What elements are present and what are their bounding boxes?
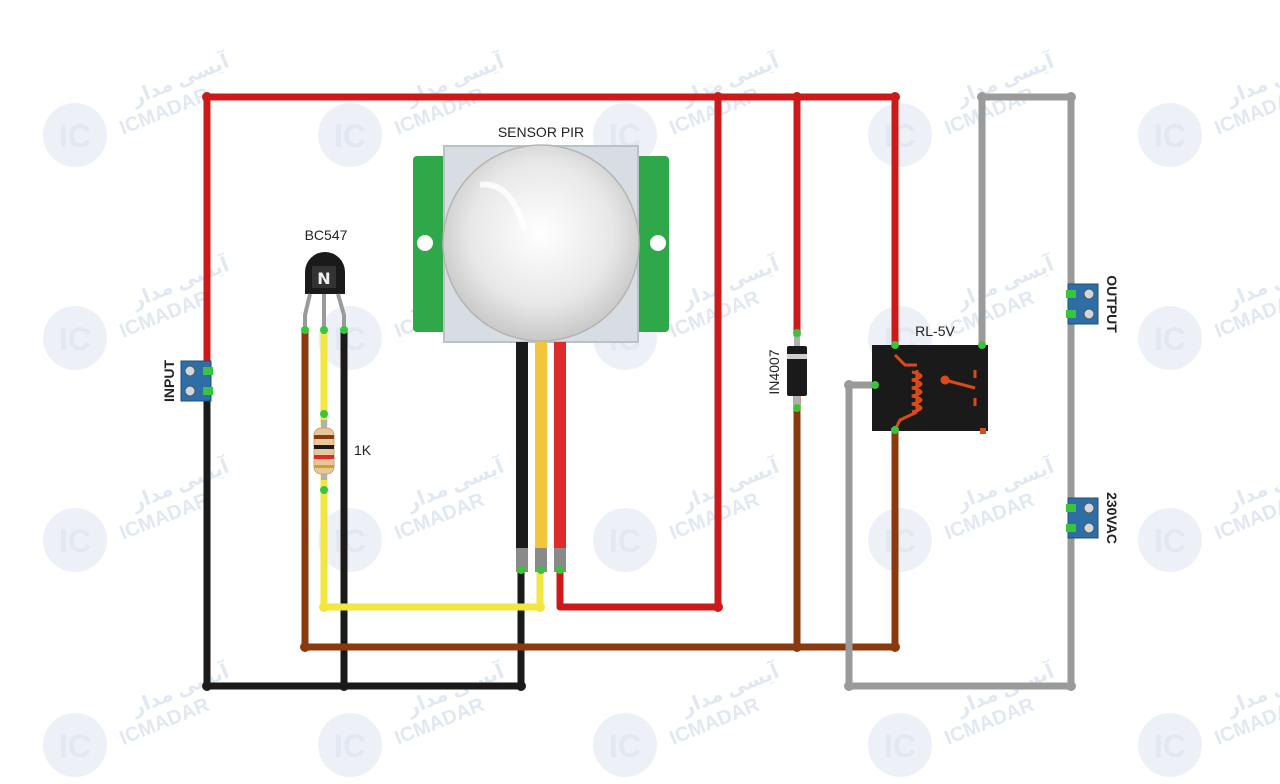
svg-text:IC: IC xyxy=(884,118,916,154)
transistor-label: BC547 xyxy=(305,227,348,243)
relay-rl-5v: RL-5V xyxy=(871,323,988,434)
collector-wires xyxy=(301,326,899,651)
output-label: OUTPUT xyxy=(1104,275,1120,333)
gnd-wires xyxy=(203,326,525,690)
input-label: INPUT xyxy=(161,360,177,402)
relay-contacts xyxy=(940,370,977,406)
svg-text:IC: IC xyxy=(59,118,91,154)
gnd-wire-input xyxy=(203,389,525,690)
svg-text:IC: IC xyxy=(334,728,366,764)
wire-joints xyxy=(844,92,1076,691)
transistor-bc547: BC547 N xyxy=(301,227,348,334)
svg-text:IC: IC xyxy=(334,118,366,154)
svg-text:IC: IC xyxy=(334,523,366,559)
pir-dome xyxy=(442,144,640,342)
signal-wires xyxy=(320,326,544,611)
svg-text:IC: IC xyxy=(884,728,916,764)
ac-wire-top xyxy=(978,93,1075,349)
pir-mount-hole-left xyxy=(417,235,433,251)
svg-text:IC: IC xyxy=(59,321,91,357)
svg-text:IC: IC xyxy=(334,321,366,357)
diode-in4007: IN4007 xyxy=(766,329,807,412)
signal-wire-pir xyxy=(320,471,544,611)
resistor-label: 1K xyxy=(354,442,372,458)
vcc-wires xyxy=(203,93,899,611)
relay-label: RL-5V xyxy=(915,323,955,339)
svg-text:IC: IC xyxy=(609,728,641,764)
pir-lead-gnd xyxy=(516,342,528,548)
svg-text:IC: IC xyxy=(1154,728,1186,764)
pir-label: SENSOR PIR xyxy=(498,124,584,140)
resistor-1k: 1K xyxy=(313,410,372,494)
terminal-input: INPUT xyxy=(161,360,213,402)
pir-lead-vcc xyxy=(554,342,566,548)
pir-dome-highlight xyxy=(479,181,528,231)
resistor-body xyxy=(313,427,335,475)
terminal-output: OUTPUT xyxy=(1066,275,1120,333)
mains-label: 230VAC xyxy=(1104,492,1120,544)
diode-label: IN4007 xyxy=(766,349,782,394)
diode-body xyxy=(787,346,807,396)
terminal-230vac: 230VAC xyxy=(1066,492,1120,544)
pir-mount-hole-right xyxy=(650,235,666,251)
vcc-wire-pir xyxy=(556,93,722,611)
relay-coil xyxy=(893,353,923,431)
svg-text:IC: IC xyxy=(884,523,916,559)
pir-sensor: SENSOR PIR xyxy=(413,124,669,574)
svg-text:IC: IC xyxy=(1154,523,1186,559)
collector-wire xyxy=(301,326,899,651)
relay-body xyxy=(872,345,988,431)
svg-text:IC: IC xyxy=(1154,118,1186,154)
pir-lead-out xyxy=(535,342,547,548)
svg-text:IC: IC xyxy=(59,523,91,559)
transistor-type-mark: N xyxy=(317,269,330,288)
svg-text:IC: IC xyxy=(609,523,641,559)
svg-text:IC: IC xyxy=(1154,321,1186,357)
svg-text:IC: IC xyxy=(59,728,91,764)
